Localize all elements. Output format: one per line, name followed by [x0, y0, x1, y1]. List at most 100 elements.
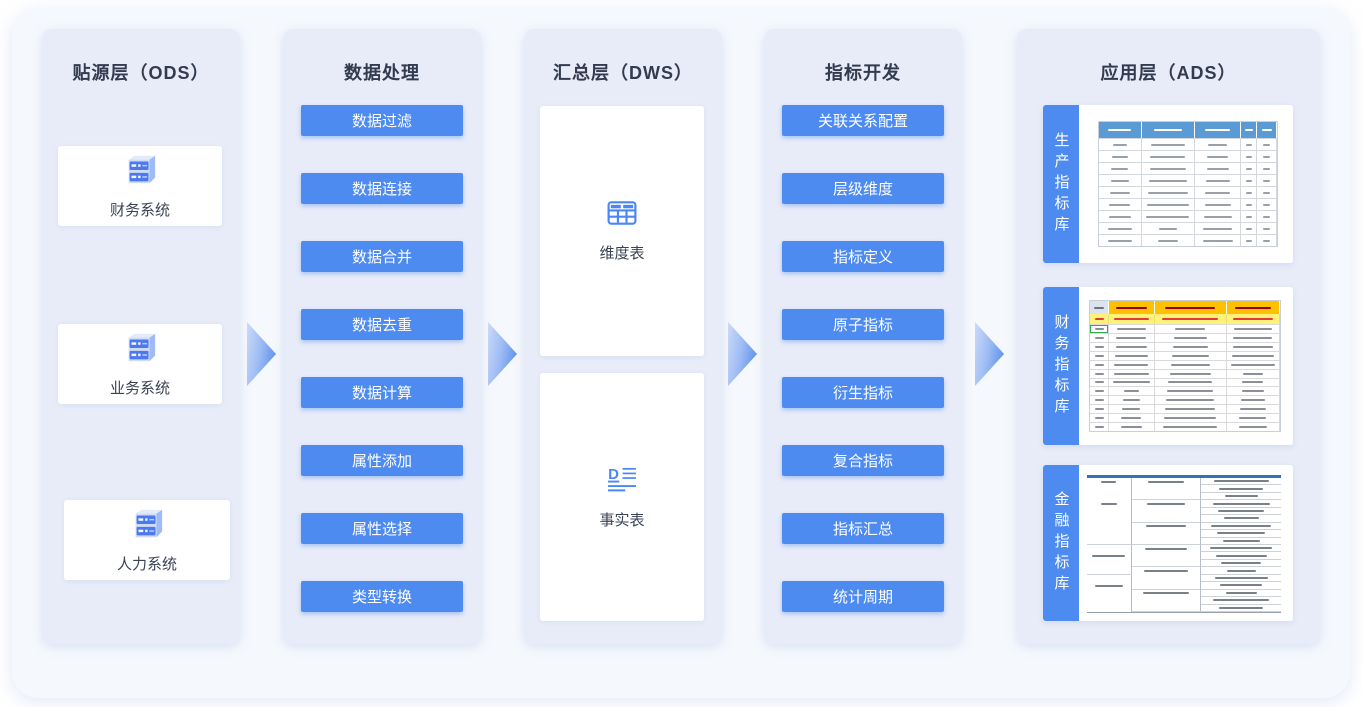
card-production-metric-library[interactable]: 生产指标库 [1043, 105, 1293, 263]
table-cell [1226, 332, 1280, 342]
text-placeholder-bar [1207, 155, 1229, 158]
card-finance-metric-library[interactable]: 财务指标库 [1043, 287, 1293, 445]
chip-derived-metric[interactable]: 衍生指标 [782, 377, 944, 408]
text-placeholder-bar [1216, 532, 1266, 535]
table-cell [1109, 350, 1155, 360]
table-cell [1087, 589, 1132, 598]
chip-attr-select[interactable]: 属性选择 [301, 513, 463, 544]
chip-data-dedupe[interactable]: 数据去重 [301, 309, 463, 340]
table-cell [1154, 422, 1227, 431]
text-placeholder-bar [1243, 372, 1263, 375]
table-cell [1154, 332, 1227, 342]
text-placeholder-bar [1245, 227, 1252, 230]
table-cell [1132, 507, 1202, 516]
table-cell [1154, 386, 1227, 396]
table-cell [1087, 567, 1132, 575]
table-cell [1195, 162, 1242, 174]
text-placeholder-bar [1205, 129, 1231, 131]
table-cell [1257, 186, 1277, 198]
table-cell [1201, 560, 1281, 568]
library-label: 生产指标库 [1052, 131, 1070, 237]
table-cell [1109, 332, 1155, 342]
text-placeholder-bar [1245, 143, 1252, 146]
table-cell [1201, 582, 1281, 590]
library-label-strip: 财务指标库 [1043, 287, 1079, 445]
text-placeholder-bar [1094, 408, 1104, 411]
chip-level-dimension[interactable]: 层级维度 [782, 173, 944, 204]
panel-title-dws: 汇总层（DWS） [553, 63, 693, 83]
chip-stat-period[interactable]: 统计周期 [782, 581, 944, 612]
table-cell [1257, 210, 1277, 222]
table-cell [1090, 422, 1109, 431]
text-placeholder-bar [1238, 426, 1268, 429]
chip-attr-add[interactable]: 属性添加 [301, 445, 463, 476]
text-placeholder-bar [1221, 562, 1262, 565]
chip-data-join[interactable]: 数据连接 [301, 173, 463, 204]
card-financial-metric-library[interactable]: 金融指标库 [1043, 465, 1293, 621]
text-placeholder-bar [1165, 306, 1216, 309]
table-cell [1201, 597, 1281, 605]
chip-composite-metric[interactable]: 复合指标 [782, 445, 944, 476]
node-business-system[interactable]: 业务系统 [58, 324, 222, 404]
text-placeholder-bar [1244, 129, 1253, 131]
library-label-strip: 金融指标库 [1043, 465, 1079, 621]
node-label: 维度表 [599, 244, 645, 262]
text-placeholder-bar [1144, 570, 1189, 573]
chip-relation-config[interactable]: 关联关系配置 [782, 105, 944, 136]
chip-type-convert[interactable]: 类型转换 [301, 581, 463, 612]
text-placeholder-bar [1262, 143, 1271, 146]
table-cell [1132, 552, 1202, 560]
table-cell [1154, 368, 1227, 378]
table-cell [1109, 368, 1155, 378]
chip-data-compute[interactable]: 数据计算 [301, 377, 463, 408]
text-placeholder-bar [1262, 167, 1271, 170]
text-placeholder-bar [1122, 408, 1141, 411]
table-cell [1195, 210, 1242, 222]
node-label: 财务系统 [109, 201, 170, 219]
node-finance-system[interactable]: 财务系统 [58, 146, 222, 226]
table-cell [1201, 515, 1281, 523]
text-placeholder-bar [1211, 524, 1272, 527]
text-placeholder-bar [1234, 327, 1272, 330]
table-cell [1132, 567, 1202, 575]
node-dimension-table[interactable]: 维度表 [540, 106, 704, 356]
text-placeholder-bar [1205, 179, 1230, 182]
text-placeholder-bar [1205, 191, 1231, 194]
panel-title-data-processing: 数据处理 [344, 63, 420, 83]
text-placeholder-bar [1094, 354, 1104, 357]
text-placeholder-bar [1094, 372, 1104, 375]
chip-data-merge[interactable]: 数据合并 [301, 241, 463, 272]
node-fact-table[interactable]: D 事实表 [540, 373, 704, 621]
chip-atomic-metric[interactable]: 原子指标 [782, 309, 944, 340]
table-cell [1087, 492, 1132, 501]
table-cell [1195, 174, 1242, 186]
table-cell [1090, 341, 1109, 351]
table-cell [1201, 500, 1281, 508]
chip-data-filter[interactable]: 数据过滤 [301, 105, 463, 136]
text-placeholder-bar [1162, 318, 1218, 320]
table-cell [1201, 538, 1281, 545]
text-placeholder-bar [1101, 480, 1117, 483]
library-preview-area [1079, 105, 1293, 263]
text-placeholder-bar [1146, 215, 1190, 218]
node-hr-system[interactable]: 人力系统 [64, 500, 230, 580]
table-cell [1201, 605, 1281, 612]
text-placeholder-bar [1116, 336, 1147, 339]
text-placeholder-bar [1145, 547, 1188, 550]
library-preview-area [1079, 287, 1293, 445]
text-placeholder-bar [1262, 215, 1271, 218]
table-cell [1201, 567, 1281, 575]
table-cell [1132, 478, 1202, 486]
text-placeholder-bar [1240, 408, 1266, 411]
text-placeholder-bar [1094, 426, 1104, 429]
text-placeholder-bar [1234, 306, 1272, 309]
text-placeholder-bar [1094, 336, 1104, 339]
chip-metric-define[interactable]: 指标定义 [782, 241, 944, 272]
text-placeholder-bar [1158, 227, 1178, 230]
table-cell [1109, 301, 1155, 314]
chip-metric-summary[interactable]: 指标汇总 [782, 513, 944, 544]
text-placeholder-bar [1245, 203, 1252, 206]
text-placeholder-bar [1094, 345, 1104, 348]
table-cell [1099, 174, 1142, 186]
table-cell [1090, 324, 1109, 333]
